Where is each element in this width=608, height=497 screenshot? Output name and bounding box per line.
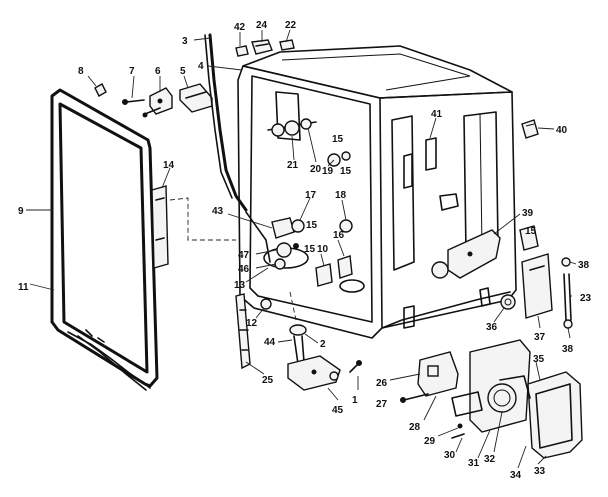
parts-washers-19-21 <box>267 118 351 167</box>
callout-3: 3 <box>182 36 188 47</box>
callout-16: 16 <box>333 230 345 241</box>
callout-5: 5 <box>180 66 186 77</box>
part-31-panel <box>451 339 531 439</box>
callout-23: 23 <box>580 293 592 304</box>
part-44-stem <box>289 291 307 365</box>
part-3-fill-hose <box>204 33 248 212</box>
callout-6: 6 <box>155 66 161 77</box>
callout-33: 33 <box>534 466 546 477</box>
callout-34: 34 <box>510 470 522 481</box>
part-24 <box>251 39 273 55</box>
callout-13: 13 <box>234 280 246 291</box>
part-43-inlet <box>271 217 299 270</box>
callout-8: 8 <box>78 66 84 77</box>
part-26-switch <box>400 351 459 403</box>
part-6-bracket <box>142 87 173 118</box>
door-gasket <box>50 88 159 391</box>
callout-44: 44 <box>264 337 276 348</box>
callout-17: 17 <box>305 190 317 201</box>
callout-47: 47 <box>238 250 250 261</box>
callout-labels: 1 2 3 4 5 6 7 8 9 10 11 12 13 14 15 15 1… <box>18 20 592 481</box>
callout-18: 18 <box>335 190 347 201</box>
callout-38-b: 38 <box>562 344 574 355</box>
callout-27: 27 <box>376 399 388 410</box>
part-42 <box>235 45 249 57</box>
callout-1: 1 <box>352 395 358 406</box>
callout-35: 35 <box>533 354 545 365</box>
callout-31: 31 <box>468 458 480 469</box>
part-14-latch <box>151 185 236 269</box>
part-12-grommet <box>260 298 272 310</box>
callout-40: 40 <box>556 125 568 136</box>
callout-4: 4 <box>198 61 204 72</box>
part-40-clip <box>521 119 539 139</box>
callout-19: 19 <box>322 166 334 177</box>
part-23-rod <box>561 257 573 329</box>
callout-2: 2 <box>320 339 326 350</box>
callout-24: 24 <box>256 20 268 31</box>
callout-25: 25 <box>262 375 274 386</box>
part-45-bracket <box>287 355 341 391</box>
callout-30: 30 <box>444 450 456 461</box>
callout-28: 28 <box>409 422 421 433</box>
callout-21: 21 <box>287 160 299 171</box>
part-8-clip <box>94 83 107 97</box>
callout-12: 12 <box>246 318 258 329</box>
part-7-screw <box>122 99 145 105</box>
callout-29: 29 <box>424 436 436 447</box>
callout-32: 32 <box>484 454 496 465</box>
callout-39: 39 <box>522 208 534 219</box>
part-35-housing <box>499 371 583 459</box>
callout-46: 46 <box>238 264 250 275</box>
callout-37: 37 <box>534 332 546 343</box>
callout-45: 45 <box>332 405 344 416</box>
callout-15-c: 15 <box>525 226 537 237</box>
callout-38-a: 38 <box>578 260 590 271</box>
parts-bottom-fittings <box>291 219 353 287</box>
callout-36: 36 <box>486 322 498 333</box>
callout-15-e: 15 <box>332 134 344 145</box>
callout-15-d: 15 <box>306 220 318 231</box>
callout-20: 20 <box>310 164 322 175</box>
part-37-cover <box>521 253 553 319</box>
callout-15-a: 15 <box>340 166 352 177</box>
tub-body <box>237 45 517 339</box>
part-25-rod <box>235 293 251 370</box>
part-5-hinge <box>179 83 213 113</box>
part-1-screw <box>349 360 362 373</box>
callout-22: 22 <box>285 20 297 31</box>
callout-43: 43 <box>212 206 224 217</box>
callout-7: 7 <box>129 66 135 77</box>
callout-10: 10 <box>317 244 329 255</box>
callout-41: 41 <box>431 109 443 120</box>
callout-11: 11 <box>18 282 29 293</box>
part-39-bracket <box>431 225 539 279</box>
callout-26: 26 <box>376 378 388 389</box>
callout-42: 42 <box>234 22 246 33</box>
part-36-grommet <box>500 294 516 310</box>
callout-9: 9 <box>18 206 24 217</box>
callout-14: 14 <box>163 160 175 171</box>
callout-15-b: 15 <box>304 244 316 255</box>
part-22 <box>279 39 295 51</box>
